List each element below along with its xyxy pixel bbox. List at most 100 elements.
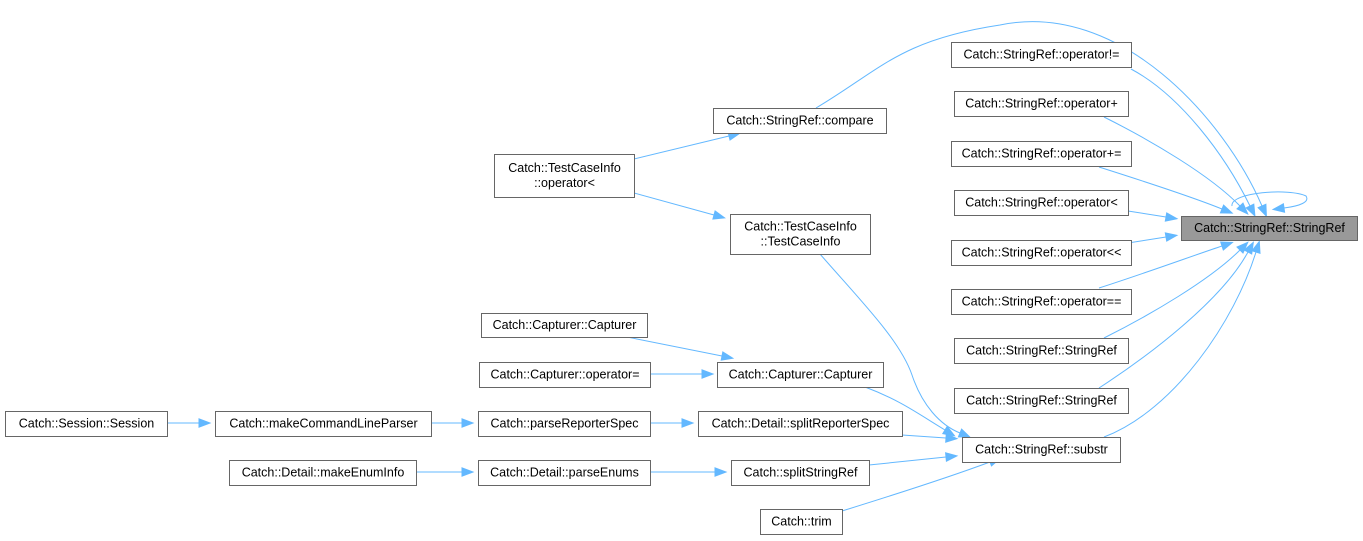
edge-arrowhead — [1236, 241, 1249, 254]
edge-make_enum-to-parse_enums — [416, 467, 475, 477]
node-split-sr[interactable]: Catch::splitStringRef — [731, 460, 870, 486]
node-label: Catch::splitStringRef — [744, 466, 858, 480]
node-sr-ctor-b[interactable]: Catch::StringRef::StringRef — [954, 388, 1129, 414]
node-label: Catch::TestCaseInfo — [508, 161, 621, 175]
edge-tci_op_lt-to-compare — [633, 131, 742, 160]
node-parse-rep[interactable]: Catch::parseReporterSpec — [478, 411, 651, 437]
edge-line — [1231, 191, 1308, 209]
node-label: Catch::StringRef::operator+ — [965, 97, 1118, 111]
node-box — [954, 388, 1129, 414]
node-substr[interactable]: Catch::StringRef::substr — [962, 437, 1121, 463]
node-session[interactable]: Catch::Session::Session — [5, 411, 168, 437]
node-label: Catch::StringRef::StringRef — [966, 394, 1117, 408]
edge-line — [1103, 251, 1257, 438]
edge-line — [633, 192, 715, 216]
nodes-layer: Catch::StringRef::StringRefCatch::String… — [5, 42, 1358, 535]
node-tci-op-lt[interactable]: Catch::TestCaseInfo::operator< — [494, 154, 635, 198]
edge-arrowhead — [714, 467, 728, 477]
edge-make_clp-to-parse_rep — [431, 418, 475, 428]
node-make-clp[interactable]: Catch::makeCommandLineParser — [215, 411, 432, 437]
edge-line — [815, 21, 1263, 207]
edge-sr_ctor_a-to-stringref — [1103, 241, 1249, 339]
node-label: Catch::StringRef::substr — [975, 443, 1108, 457]
node-cap-op-assign[interactable]: Catch::Capturer::operator= — [479, 362, 651, 388]
node-label: Catch::makeCommandLineParser — [229, 417, 417, 431]
edge-arrowhead — [701, 369, 715, 379]
node-split-rep[interactable]: Catch::Detail::splitReporterSpec — [698, 411, 903, 437]
node-label: ::TestCaseInfo — [761, 235, 841, 249]
node-box — [951, 240, 1132, 266]
edge-op_shl-to-stringref — [1127, 232, 1179, 244]
edge-arrowhead — [712, 210, 726, 220]
edge-line — [1103, 116, 1241, 207]
node-label: Catch::StringRef::operator+= — [962, 147, 1122, 161]
node-label: Catch::parseReporterSpec — [491, 417, 639, 431]
node-label: Catch::StringRef::operator== — [962, 295, 1122, 309]
node-parse-enums[interactable]: Catch::Detail::parseEnums — [478, 460, 651, 486]
node-op-lt[interactable]: Catch::StringRef::operator< — [954, 190, 1129, 216]
node-label: Catch::Capturer::Capturer — [493, 318, 637, 332]
edge-sr_ctor_b-to-stringref — [1098, 241, 1254, 389]
edge-arrowhead — [461, 418, 475, 428]
node-box — [760, 509, 843, 535]
edge-compare-to-stringref — [815, 21, 1267, 218]
edge-split_sr-to-substr — [868, 452, 959, 466]
edge-line — [864, 386, 946, 431]
node-op-ne[interactable]: Catch::StringRef::operator!= — [951, 42, 1132, 68]
node-compare[interactable]: Catch::StringRef::compare — [713, 108, 887, 134]
node-make-enum[interactable]: Catch::Detail::makeEnumInfo — [229, 460, 417, 486]
edge-arrowhead — [945, 452, 959, 462]
node-box — [1181, 216, 1358, 241]
edge-parse_rep-to-split_rep — [650, 418, 695, 428]
edge-arrowhead — [1271, 203, 1286, 213]
node-cap-cap-left[interactable]: Catch::Capturer::Capturer — [481, 313, 648, 338]
edge-line — [1098, 166, 1223, 210]
node-box — [478, 411, 651, 437]
edge-arrowhead — [1257, 203, 1267, 218]
edge-line — [901, 434, 947, 439]
node-op-eq[interactable]: Catch::StringRef::operator== — [951, 289, 1132, 315]
node-sr-ctor-a[interactable]: Catch::StringRef::StringRef — [954, 338, 1129, 364]
edge-arrowhead — [681, 418, 695, 428]
node-op-pluseq[interactable]: Catch::StringRef::operator+= — [951, 141, 1132, 167]
edge-arrowhead — [945, 433, 959, 443]
edge-arrowhead — [198, 418, 212, 428]
edge-arrowhead — [720, 351, 735, 361]
edge-op_lt-to-stringref — [1127, 210, 1179, 222]
node-cap-cap[interactable]: Catch::Capturer::Capturer — [717, 362, 884, 388]
edge-parse_enums-to-split_sr — [650, 467, 728, 477]
edge-line — [1098, 245, 1223, 289]
edges-layer — [167, 21, 1308, 512]
edge-op_ne-to-stringref — [1130, 68, 1256, 218]
edge-arrowhead — [1251, 240, 1261, 255]
edge-stringref-to-stringref — [1231, 191, 1308, 213]
node-box — [731, 460, 870, 486]
edge-op_plus-to-stringref — [1103, 116, 1249, 215]
edge-line — [1098, 251, 1249, 389]
node-op-plus[interactable]: Catch::StringRef::operator+ — [954, 91, 1129, 117]
node-box — [951, 289, 1132, 315]
edge-arrowhead — [1164, 232, 1179, 242]
node-label: Catch::Session::Session — [19, 417, 155, 431]
node-box — [951, 141, 1132, 167]
node-box — [954, 338, 1129, 364]
edge-arrowhead — [1245, 203, 1256, 218]
node-box — [951, 42, 1132, 68]
node-box — [229, 460, 417, 486]
edge-arrowhead — [1220, 241, 1234, 251]
node-box — [713, 108, 887, 134]
node-tci-ctor[interactable]: Catch::TestCaseInfo::TestCaseInfo — [730, 214, 871, 255]
node-stringref[interactable]: Catch::StringRef::StringRef — [1181, 216, 1358, 241]
edge-line — [1103, 249, 1241, 339]
edge-line — [841, 461, 991, 512]
node-label: Catch::TestCaseInfo — [744, 220, 857, 234]
node-trim[interactable]: Catch::trim — [760, 509, 843, 535]
edge-tci_ctor-to-substr — [819, 253, 972, 438]
edge-op_pluseq-to-stringref — [1098, 166, 1234, 214]
node-box — [954, 91, 1129, 117]
node-op-shl[interactable]: Catch::StringRef::operator<< — [951, 240, 1132, 266]
node-box — [5, 411, 168, 437]
node-label: Catch::Detail::parseEnums — [490, 466, 639, 480]
node-label: Catch::StringRef::StringRef — [966, 344, 1117, 358]
edge-arrowhead — [1164, 212, 1179, 222]
